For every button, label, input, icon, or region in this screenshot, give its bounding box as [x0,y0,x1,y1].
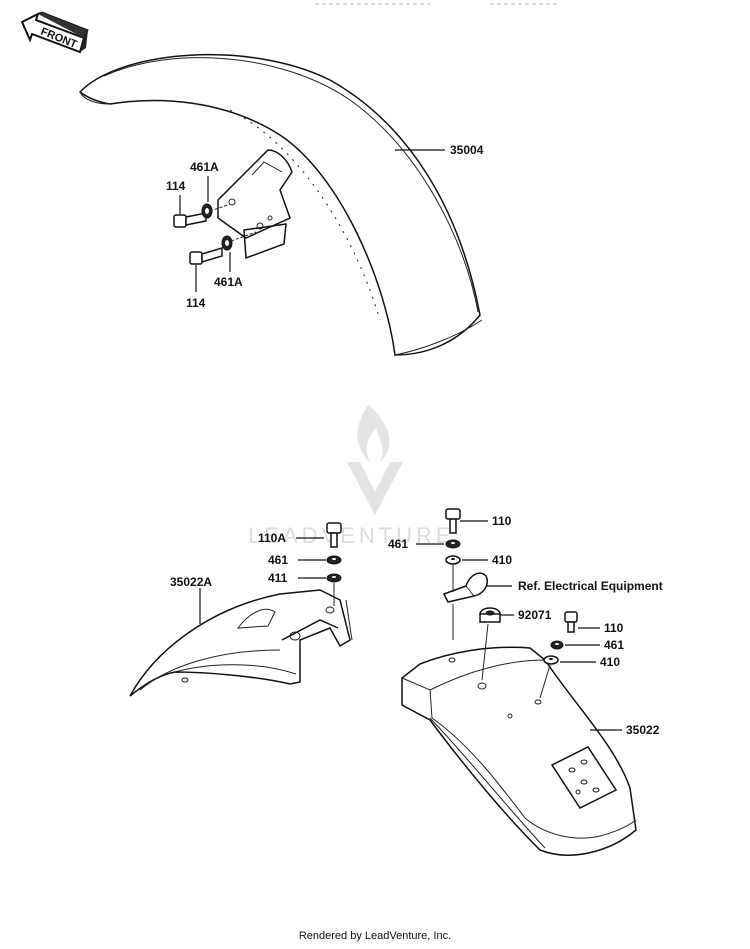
label-35004: 35004 [450,143,484,157]
clamp-icon [442,572,488,603]
washer-461A-bottom-icon [221,235,233,251]
front-fender-35004 [78,54,483,356]
label-461-left: 461 [268,553,288,567]
front-arrow-icon: FRONT [20,11,89,54]
bolt-110-right-icon [564,611,578,633]
rear-fender-35022A [129,589,353,697]
washer-410-right-icon [543,655,559,665]
label-92071: 92071 [518,608,552,622]
washer-461-right-icon [550,640,564,650]
label-110-right: 110 [604,621,624,635]
label-411: 411 [268,571,288,585]
label-410-top: 410 [492,553,512,567]
bolt-110-top-icon [445,508,461,534]
footer-credit: Rendered by LeadVenture, Inc. [298,930,452,942]
label-114-top: 114 [166,179,186,193]
washer-411-icon [326,573,342,583]
grommet-92071-icon [479,607,501,623]
label-35022: 35022 [626,723,660,737]
label-461A-top: 461A [190,160,219,174]
rear-fender-35022 [401,646,637,856]
bolt-114-bottom-icon [189,246,223,265]
label-114-bottom: 114 [186,296,206,310]
washer-461-left-icon [326,555,342,565]
label-35022A: 35022A [170,575,212,589]
leadventure-watermark: LEADVENTURE [248,405,451,548]
washer-410-top-icon [445,555,461,565]
label-410-right: 410 [600,655,620,669]
washer-461-mid-icon [445,539,461,549]
label-ref-electrical: Ref. Electrical Equipment [518,579,663,593]
washer-461A-top-icon [201,203,213,219]
label-461-mid: 461 [388,537,408,551]
label-461-right: 461 [604,638,624,652]
bolt-110A-icon [326,522,342,548]
label-461A-bottom: 461A [214,275,243,289]
label-110-top: 110 [492,514,512,528]
bolt-114-top-icon [173,212,207,228]
label-110A: 110A [258,531,286,545]
